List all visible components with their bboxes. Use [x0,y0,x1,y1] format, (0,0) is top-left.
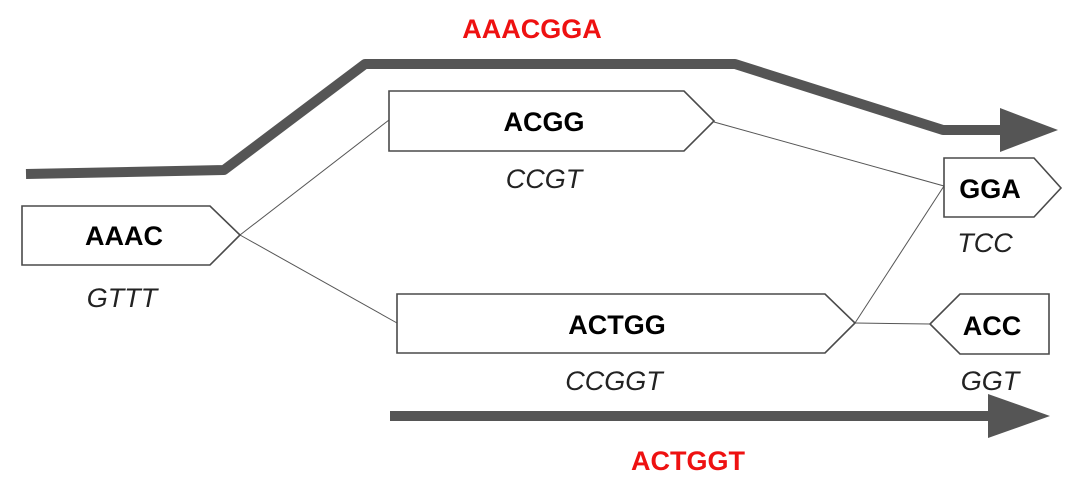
edge-n3-n5 [854,322,931,325]
node-acc-reverse-complement: GGT [961,366,1022,396]
edge-n3-n4 [854,185,945,324]
edge-n1-n3 [239,234,398,324]
node-acc: ACC GGT [928,293,1050,396]
node-gga-sequence: GGA [959,174,1021,204]
node-acgg-sequence: ACGG [504,107,585,137]
node-actgg-reverse-complement: CCGGT [565,366,665,396]
path-arrow-top-head [1000,108,1058,152]
node-acgg-reverse-complement: CCGT [506,164,585,194]
edge-n1-n2 [239,119,390,236]
path-label-bottom: ACTGGT [631,446,745,476]
node-aaac: AAAC GTTT [21,205,242,313]
edge-n2-n4 [713,121,945,187]
node-aaac-box [21,205,242,266]
node-aaac-sequence: AAAC [85,221,163,251]
path-arrow-top [25,59,1058,179]
path-arrow-bottom-head [988,394,1050,438]
node-actgg: ACTGG CCGGT [396,293,857,396]
node-acc-box [928,293,1050,355]
node-actgg-box [396,293,857,354]
node-actgg-sequence: ACTGG [568,310,666,340]
node-gga-box [943,157,1063,218]
edges [239,119,945,325]
node-acgg: ACGG CCGT [388,90,716,194]
node-aaac-reverse-complement: GTTT [87,283,160,313]
node-gga: GGA TCC [943,157,1063,258]
node-acgg-box [388,90,716,152]
node-acc-sequence: ACC [963,311,1022,341]
node-gga-reverse-complement: TCC [957,228,1013,258]
path-arrow-top-line [25,59,1015,179]
path-label-top: AAACGGA [462,14,602,44]
path-arrow-bottom [390,394,1050,438]
